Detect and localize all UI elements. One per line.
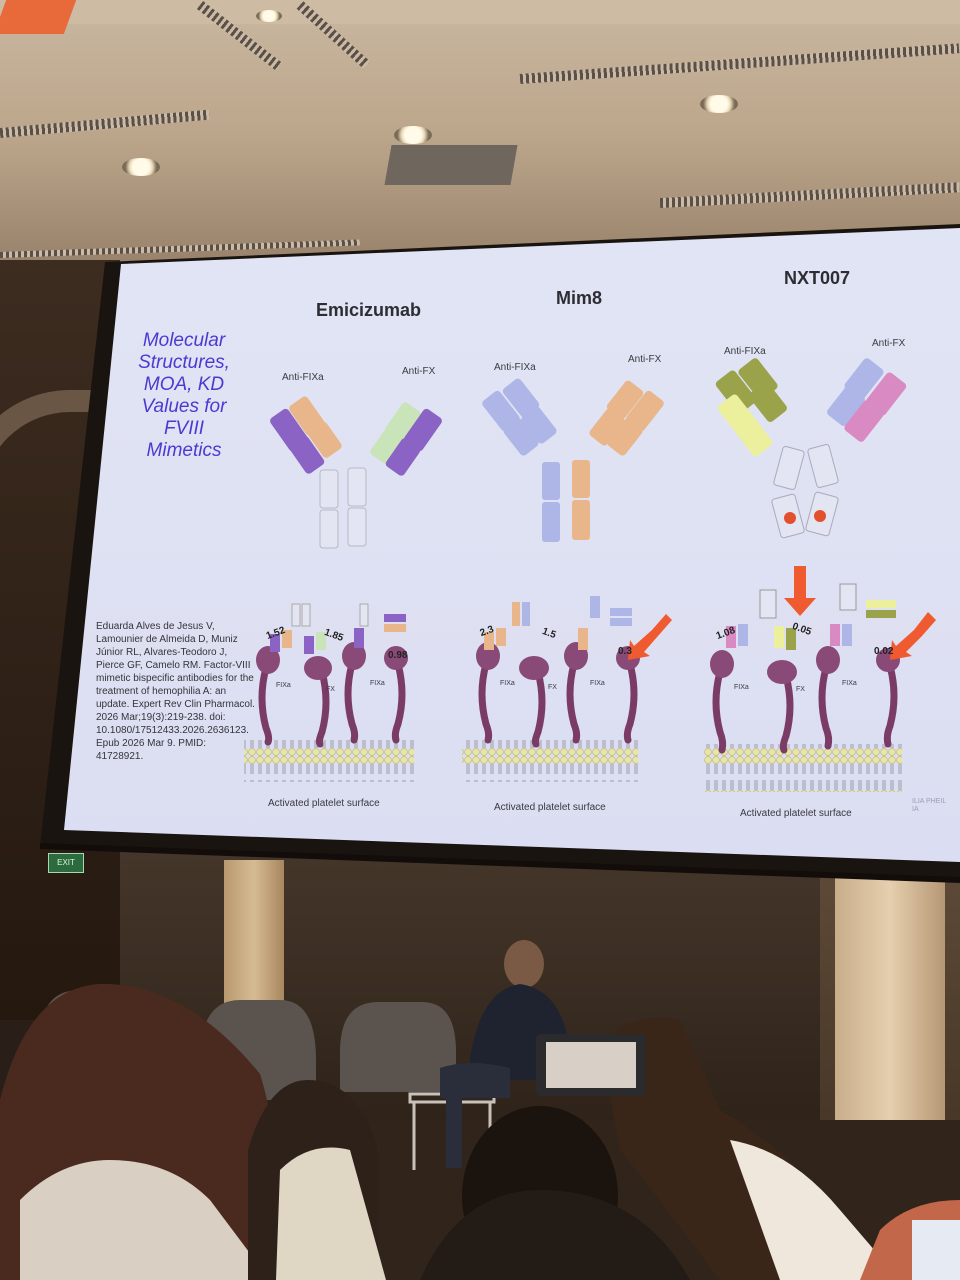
surface-label: Activated platelet surface	[268, 798, 380, 809]
citation-text: Eduarda Alves de Jesus V, Lamounier de A…	[96, 621, 255, 762]
audience	[0, 983, 960, 1280]
anti-fx-label: Anti-FX	[628, 354, 662, 365]
highlight-arrows	[628, 566, 936, 660]
anti-fixa-label: Anti-FIXa	[282, 372, 324, 383]
factor-label-fixa: FIXa	[734, 684, 749, 691]
ceiling-light	[256, 10, 282, 22]
factor-label-fixa: FIXa	[842, 680, 857, 687]
factor-label-fx: FX	[548, 684, 557, 691]
platelet-membranes	[244, 740, 902, 792]
kd-value: 0.02	[874, 646, 894, 657]
mim8-antibody	[482, 378, 664, 542]
kd-value: 0.98	[388, 650, 408, 661]
exit-sign: EXIT	[48, 853, 84, 873]
coagulation-factors	[258, 660, 898, 754]
factor-label-fx: FX	[326, 686, 335, 693]
bound-antibodies	[270, 583, 896, 654]
emicizumab-antibody	[270, 396, 442, 549]
factor-label-fixa: FIXa	[276, 682, 291, 689]
anti-fixa-label: Anti-FIXa	[494, 362, 536, 373]
column-heading-emicizumab: Emicizumab	[316, 300, 422, 320]
nxt007-antibody	[715, 358, 907, 539]
factor-label-fixa: FIXa	[590, 680, 605, 687]
factor-label-fixa: FIXa	[500, 680, 515, 687]
kd-value: 0.3	[618, 646, 632, 657]
factor-label-fx: FX	[796, 686, 805, 693]
column-heading-mim8: Mim8	[556, 288, 603, 308]
ceiling-beam	[0, 0, 960, 24]
ceiling-light	[394, 126, 432, 144]
surface-label: Activated platelet surface	[494, 802, 606, 813]
ceiling-light	[122, 158, 160, 176]
slide-watermark: ILIA PHEIL IA	[912, 798, 946, 813]
column-heading-nxt007: NXT007	[784, 268, 851, 288]
factor-label-fixa: FIXa	[370, 680, 385, 687]
surface-label: Activated platelet surface	[740, 808, 852, 819]
anti-fixa-label: Anti-FIXa	[724, 346, 766, 357]
ceiling-light	[700, 95, 738, 113]
slide-title: Molecular Structures, MOA, KD Values for…	[138, 330, 230, 461]
anti-fx-label: Anti-FX	[872, 338, 906, 349]
anti-fx-label: Anti-FX	[402, 366, 436, 377]
